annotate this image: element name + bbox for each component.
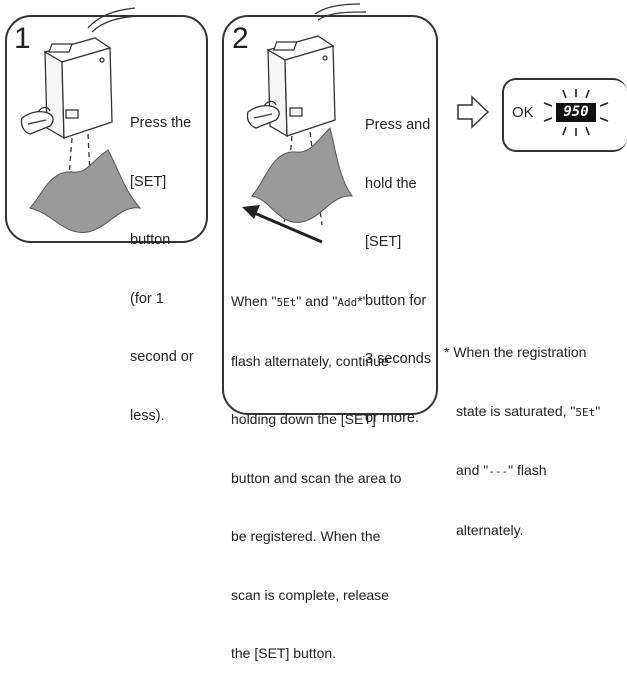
code-dash: --- xyxy=(488,465,509,478)
step2-note-line: scan is complete, release xyxy=(231,586,389,603)
sensor-device-1-icon xyxy=(20,7,141,140)
step2-line: Press and xyxy=(365,117,431,133)
display-value: 950 xyxy=(563,104,589,120)
illustration-layer xyxy=(20,3,609,244)
code-set: 5Et xyxy=(276,296,297,309)
step2-line: 3 seconds xyxy=(365,351,432,367)
step1-instruction: Press the [SET] button (for 1 second or … xyxy=(130,75,194,446)
display-screen xyxy=(556,103,596,122)
step1-line: second or xyxy=(130,349,194,365)
step1-line: button xyxy=(130,232,171,248)
step2-note-line: the [SET] button. xyxy=(231,645,337,661)
code-add: Add xyxy=(337,296,358,309)
scan-direction-arrow-icon xyxy=(242,205,323,244)
step2-note: When "5Et" and "Add*" flash alternately,… xyxy=(231,253,401,683)
target-sheet-1 xyxy=(29,149,142,233)
footnote-line: * When the registration xyxy=(444,344,587,360)
step1-line: less). xyxy=(130,407,165,424)
step2-note-line: be registered. When the xyxy=(231,528,381,544)
step2-note-line1: When "5Et" and "Add*" xyxy=(231,293,368,309)
step1-line: [SET] xyxy=(130,173,167,190)
step1-line: Press the xyxy=(130,115,192,131)
footnote-line: and "---" flash xyxy=(456,462,547,478)
code-set: 5Et xyxy=(575,405,596,419)
footnote-line: state is saturated, "5Et" xyxy=(456,402,601,419)
blink-marks-icon xyxy=(543,89,609,136)
step2-line: hold the xyxy=(365,175,417,192)
step1-number: 1 xyxy=(14,22,31,55)
step1-line: (for 1 xyxy=(130,290,164,307)
step2-line: button for xyxy=(365,292,427,309)
sensor-device-2-icon xyxy=(246,3,367,138)
step2-line: [SET] xyxy=(365,234,402,250)
step2-number: 2 xyxy=(232,22,249,55)
step2-note-line: flash alternately, continue xyxy=(231,352,389,369)
target-sheet-2 xyxy=(251,127,354,223)
ok-label: OK xyxy=(512,104,534,121)
footnote-line: alternately. xyxy=(456,521,524,538)
footnote: * When the registration state is saturat… xyxy=(444,304,600,560)
step2-note-line: holding down the [SET] xyxy=(231,411,376,427)
step2-note-line: button and scan the area to xyxy=(231,469,402,486)
next-arrow-icon xyxy=(457,95,490,129)
